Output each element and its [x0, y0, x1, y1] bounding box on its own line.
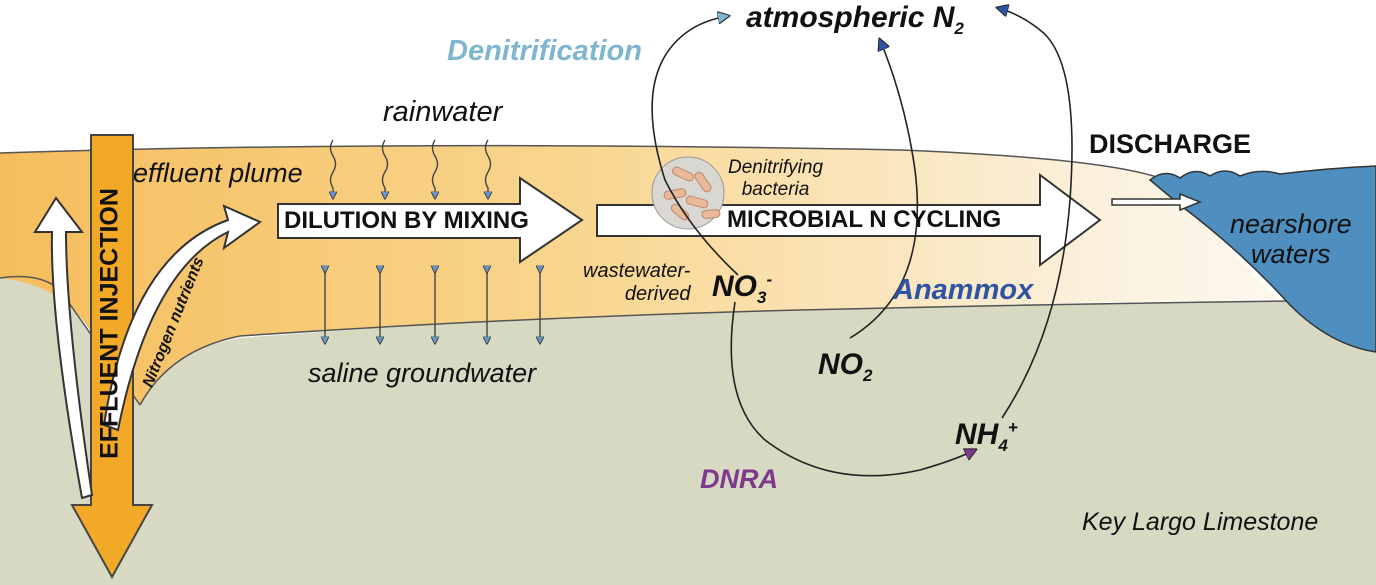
nh4-to-n2-pathway	[998, 8, 1073, 419]
rainwater-label: rainwater	[383, 96, 503, 128]
no3-sup: -	[766, 270, 773, 289]
no2-label: NO2	[818, 348, 873, 385]
no2-sub: 2	[863, 366, 873, 385]
limestone-ground	[0, 276, 1376, 585]
bacteria-cluster	[651, 156, 725, 230]
wastewater-line-1: wastewater-	[583, 260, 691, 282]
nearshore-line-1: nearshore	[1230, 209, 1352, 239]
wastewater-line-2: derived	[624, 283, 691, 305]
effluent-injection-label: EFFLUENT INJECTION	[95, 188, 124, 459]
plume-bottom-outline	[139, 299, 1376, 406]
nearshore-water	[1148, 165, 1376, 353]
microbial-label: MICROBIAL N CYCLING	[727, 206, 1002, 233]
anammox-pathway	[849, 40, 919, 339]
nh4-sup: +	[1007, 418, 1018, 437]
mixing-arrows	[325, 272, 540, 343]
nitrogen-nutrients-arrow	[102, 204, 262, 432]
key-largo-limestone-label: Key Largo Limestone	[1082, 508, 1319, 536]
no3-text: NO	[712, 270, 757, 303]
dilution-label: DILUTION BY MIXING	[284, 207, 529, 234]
plume-top-outline	[0, 144, 1161, 179]
rainwater-arrows	[331, 139, 491, 198]
dilution-arrow	[277, 176, 584, 264]
no3-label: NO3-	[712, 271, 772, 306]
effluent-injection-arrow	[70, 134, 154, 580]
dnra-label: DNRA	[700, 464, 778, 494]
effluent-plume-label: effluent plume	[133, 158, 303, 188]
denitrification-label: Denitrification	[447, 35, 642, 67]
denitrification-pathway	[651, 16, 739, 276]
no2-text: NO	[818, 348, 863, 381]
atmospheric-sub: 2	[954, 19, 964, 38]
bacteria-line-1: Denitrifying	[728, 157, 824, 178]
upflow-arrow-left	[33, 196, 94, 500]
discharge-arrow	[1111, 192, 1203, 212]
discharge-label: DISCHARGE	[1089, 129, 1252, 159]
no3-sub: 3	[757, 288, 767, 307]
microbial-arrow	[596, 173, 1102, 267]
denitrifying-bacteria-label: Denitrifying bacteria	[728, 157, 823, 201]
nh4-text: NH	[955, 418, 999, 451]
dnra-pathway	[730, 301, 975, 477]
nearshore-waters-label: nearshore waters	[1230, 209, 1352, 269]
nh4-label: NH4+	[955, 419, 1018, 454]
atmospheric-text: atmospheric N	[746, 1, 955, 34]
atmospheric-n2-label: atmospheric N2	[746, 1, 964, 38]
nearshore-line-2: waters	[1251, 238, 1331, 269]
saline-groundwater-label: saline groundwater	[308, 358, 537, 388]
nh4-sub: 4	[998, 436, 1008, 455]
bacteria-line-2: bacteria	[741, 178, 810, 200]
anammox-label: Anammox	[893, 274, 1034, 306]
wastewater-derived-label: wastewater- derived	[583, 260, 690, 306]
